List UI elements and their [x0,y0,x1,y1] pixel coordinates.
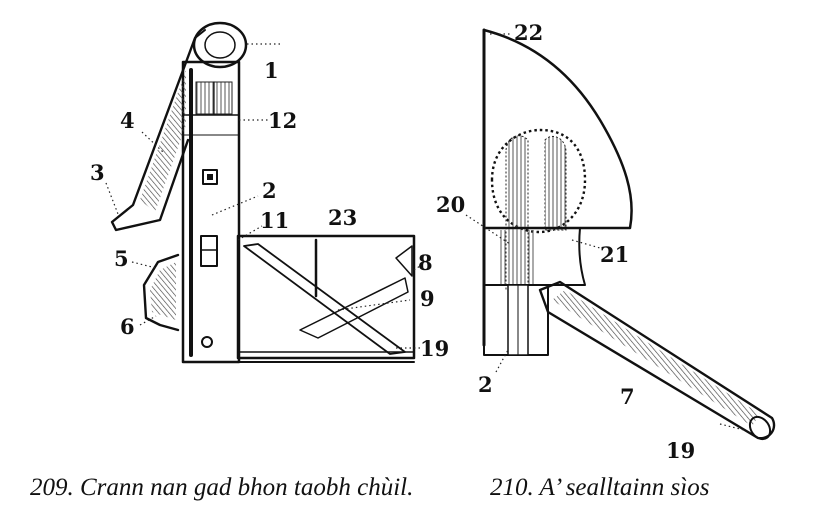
label-23: 23 [328,205,357,230]
fig-210-labels: 22 20 21 2 7 19 [436,20,695,463]
diagonal-brace [243,243,406,355]
label-19-right: 19 [666,438,695,463]
label-20: 20 [436,192,465,217]
label-2-right: 2 [478,372,493,397]
label-7: 7 [620,384,635,409]
label-1: 1 [264,58,279,83]
figure-caption: 209. Crann nan gad bhon taobh chùil. 210… [0,474,815,514]
label-4: 4 [120,108,135,133]
top-roller [192,21,248,69]
peg-hole-upper [202,169,218,185]
top-roller-inner [204,31,236,59]
upright-post [181,60,241,364]
dotted-knob [490,128,587,234]
label-22: 22 [514,20,543,45]
label-6: 6 [120,314,135,339]
label-19-left: 19 [420,336,449,361]
fig-209-labels: 1 12 4 3 2 11 23 5 8 9 6 19 [90,58,449,361]
label-21: 21 [600,242,629,267]
lower-side-piece [142,253,180,332]
label-8: 8 [418,250,433,275]
label-12: 12 [268,108,297,133]
label-3: 3 [90,160,105,185]
fig-209-drawing [110,21,416,364]
label-9: 9 [420,286,435,311]
label-5: 5 [114,246,129,271]
caption-fig-210: 210. A’ sealltainn sìos [490,474,710,501]
fig-210-leaders [465,33,745,431]
label-2-left: 2 [262,178,277,203]
bottom-hole [201,336,213,348]
caption-fig-209: 209. Crann nan gad bhon taobh chùil. [30,474,414,501]
foot-block [236,234,416,360]
shield-outline [482,28,633,230]
handle-arm [110,36,197,232]
peg-hole-lower [200,235,218,267]
label-11: 11 [260,208,289,233]
fig-210-drawing [482,28,776,441]
fig-209-leaders [105,43,421,349]
